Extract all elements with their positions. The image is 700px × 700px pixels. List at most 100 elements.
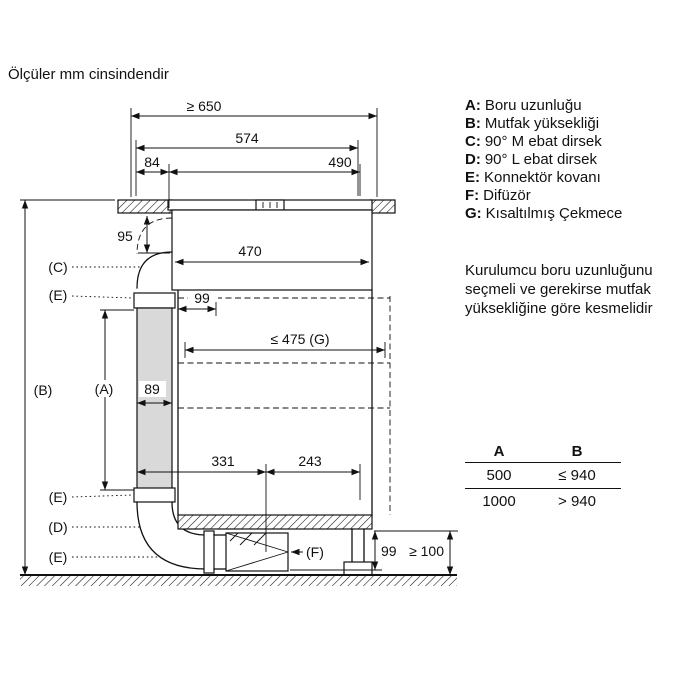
dim-b: (B) <box>20 199 115 575</box>
callout-e-mid: (E) <box>49 489 134 505</box>
legend-item-a: A:Boru uzunluğu <box>465 97 622 115</box>
hob-plenum-box <box>171 209 373 291</box>
legend-key: A: <box>465 97 481 114</box>
dim-331-label: 331 <box>211 453 235 469</box>
legend-item-g: G:Kısaltılmış Çekmece <box>465 205 622 223</box>
legend-key: E: <box>465 169 480 186</box>
floor-hatch <box>20 576 457 586</box>
spec-table: A B 500 ≤ 940 1000 > 940 <box>465 440 621 514</box>
legend-item-b: B:Mutfak yüksekliği <box>465 115 622 133</box>
dim-a: (A) <box>90 309 134 491</box>
label-backing <box>90 380 119 397</box>
units-note: Ölçüler mm cinsindendir <box>8 66 169 83</box>
dim-100-label: ≥ 100 <box>409 543 444 559</box>
dim-243-label: 243 <box>298 453 322 469</box>
callout-e-lower: (E) <box>49 549 159 565</box>
dim-574: 574 <box>135 130 359 196</box>
dim-574-label: 574 <box>235 130 259 146</box>
legend-item-f: F:Difüzör <box>465 187 622 205</box>
elbow-90-l <box>136 501 207 570</box>
elbow-outer-curve <box>136 251 173 289</box>
callout-d: (D) <box>48 519 140 535</box>
elbow-outer-curve <box>136 501 207 570</box>
legend-item-e: E:Konnektör kovanı <box>465 169 622 187</box>
dim-g: ≤ 475 (G) <box>184 331 386 358</box>
plinth-panel <box>177 514 373 530</box>
floor <box>20 574 457 586</box>
label-f: (F) <box>306 544 324 560</box>
dim-100: ≥ 100 <box>409 531 454 575</box>
legend: A:Boru uzunluğu B:Mutfak yüksekliği C:90… <box>465 97 622 223</box>
leader-line <box>71 295 134 299</box>
cabinet-outline <box>177 289 391 516</box>
dim-84-490: 84 490 <box>136 154 361 208</box>
dim-475-label: ≤ 475 (G) <box>270 331 329 347</box>
elbow-alternate-dashed <box>136 217 173 255</box>
connector-sleeve-outlet <box>203 530 215 574</box>
legend-text: Konnektör kovanı <box>484 169 601 186</box>
legend-key: D: <box>465 151 481 168</box>
dim-95: 95 <box>117 216 170 254</box>
connector-sleeve-lower <box>133 487 176 503</box>
callout-c: (C) <box>48 259 141 275</box>
table-cell-a: 500 <box>486 467 512 484</box>
label-backing <box>188 291 218 305</box>
dim-331-243: 331 243 <box>137 453 361 552</box>
dim-650: ≥ 650 <box>130 98 378 197</box>
dim-99-lower-label: 99 <box>381 543 397 559</box>
diffuser-hatch-lines <box>229 532 267 546</box>
label-backing <box>139 381 166 397</box>
table-row: 1000 > 940 <box>465 489 621 514</box>
callout-f: (F) <box>291 544 324 560</box>
dim-99-lower: 99 <box>290 530 458 571</box>
label-e-upper: (E) <box>49 287 68 303</box>
callout-e-upper: (E) <box>49 287 134 303</box>
label-b: (B) <box>34 382 53 398</box>
dim-650-label: ≥ 650 <box>187 98 222 114</box>
dim-99-upper-label: 99 <box>194 290 210 306</box>
installer-note: Kurulumcu boru uzunluğunu seçmeli ve ger… <box>465 262 653 317</box>
legend-text: Difüzör <box>483 187 531 204</box>
dim-89-label: 89 <box>144 381 160 397</box>
table-cell-b: ≤ 940 <box>558 467 596 484</box>
label-a: (A) <box>95 381 114 397</box>
adjustable-foot <box>343 528 373 576</box>
legend-text: Kısaltılmış Çekmece <box>485 205 623 222</box>
table-row: 500 ≤ 940 <box>465 463 621 489</box>
dim-490-label: 490 <box>328 154 352 170</box>
legend-key: B: <box>465 115 481 132</box>
worktop-left-section <box>117 199 173 214</box>
table-cell-a: 1000 <box>482 493 516 510</box>
label-d: (D) <box>48 519 67 535</box>
hob <box>167 199 373 291</box>
dim-89: 89 <box>137 381 172 407</box>
legend-text: Mutfak yüksekliği <box>484 115 600 132</box>
diffuser-body <box>225 532 289 572</box>
label-e-lower: (E) <box>49 549 68 565</box>
dim-99-upper: 99 <box>178 290 218 316</box>
leader-line <box>71 494 134 498</box>
legend-text: Boru uzunluğu <box>484 97 582 114</box>
worktop-right-section <box>369 199 396 214</box>
label-c: (C) <box>48 259 67 275</box>
legend-item-d: D:90° L ebat dirsek <box>465 151 622 169</box>
label-e-mid: (E) <box>49 489 68 505</box>
table-header-row: A B <box>465 440 621 463</box>
duct-pipe <box>136 307 173 491</box>
diffuser <box>225 532 289 572</box>
legend-text: 90° L ebat dirsek <box>484 151 598 168</box>
dim-470: 470 <box>175 243 369 266</box>
dim-84-label: 84 <box>144 154 160 170</box>
legend-key: F: <box>465 187 480 204</box>
legend-key: C: <box>465 133 481 150</box>
table-cell-b: > 940 <box>558 493 596 510</box>
dim-95-label: 95 <box>117 228 133 244</box>
table-header-b: B <box>571 442 583 460</box>
elbow-90-m <box>136 217 173 289</box>
legend-text: 90° M ebat dirsek <box>484 133 602 150</box>
legend-key: G: <box>465 205 482 222</box>
connector-sleeve-upper <box>133 292 176 309</box>
table-header-a: A <box>493 442 505 460</box>
